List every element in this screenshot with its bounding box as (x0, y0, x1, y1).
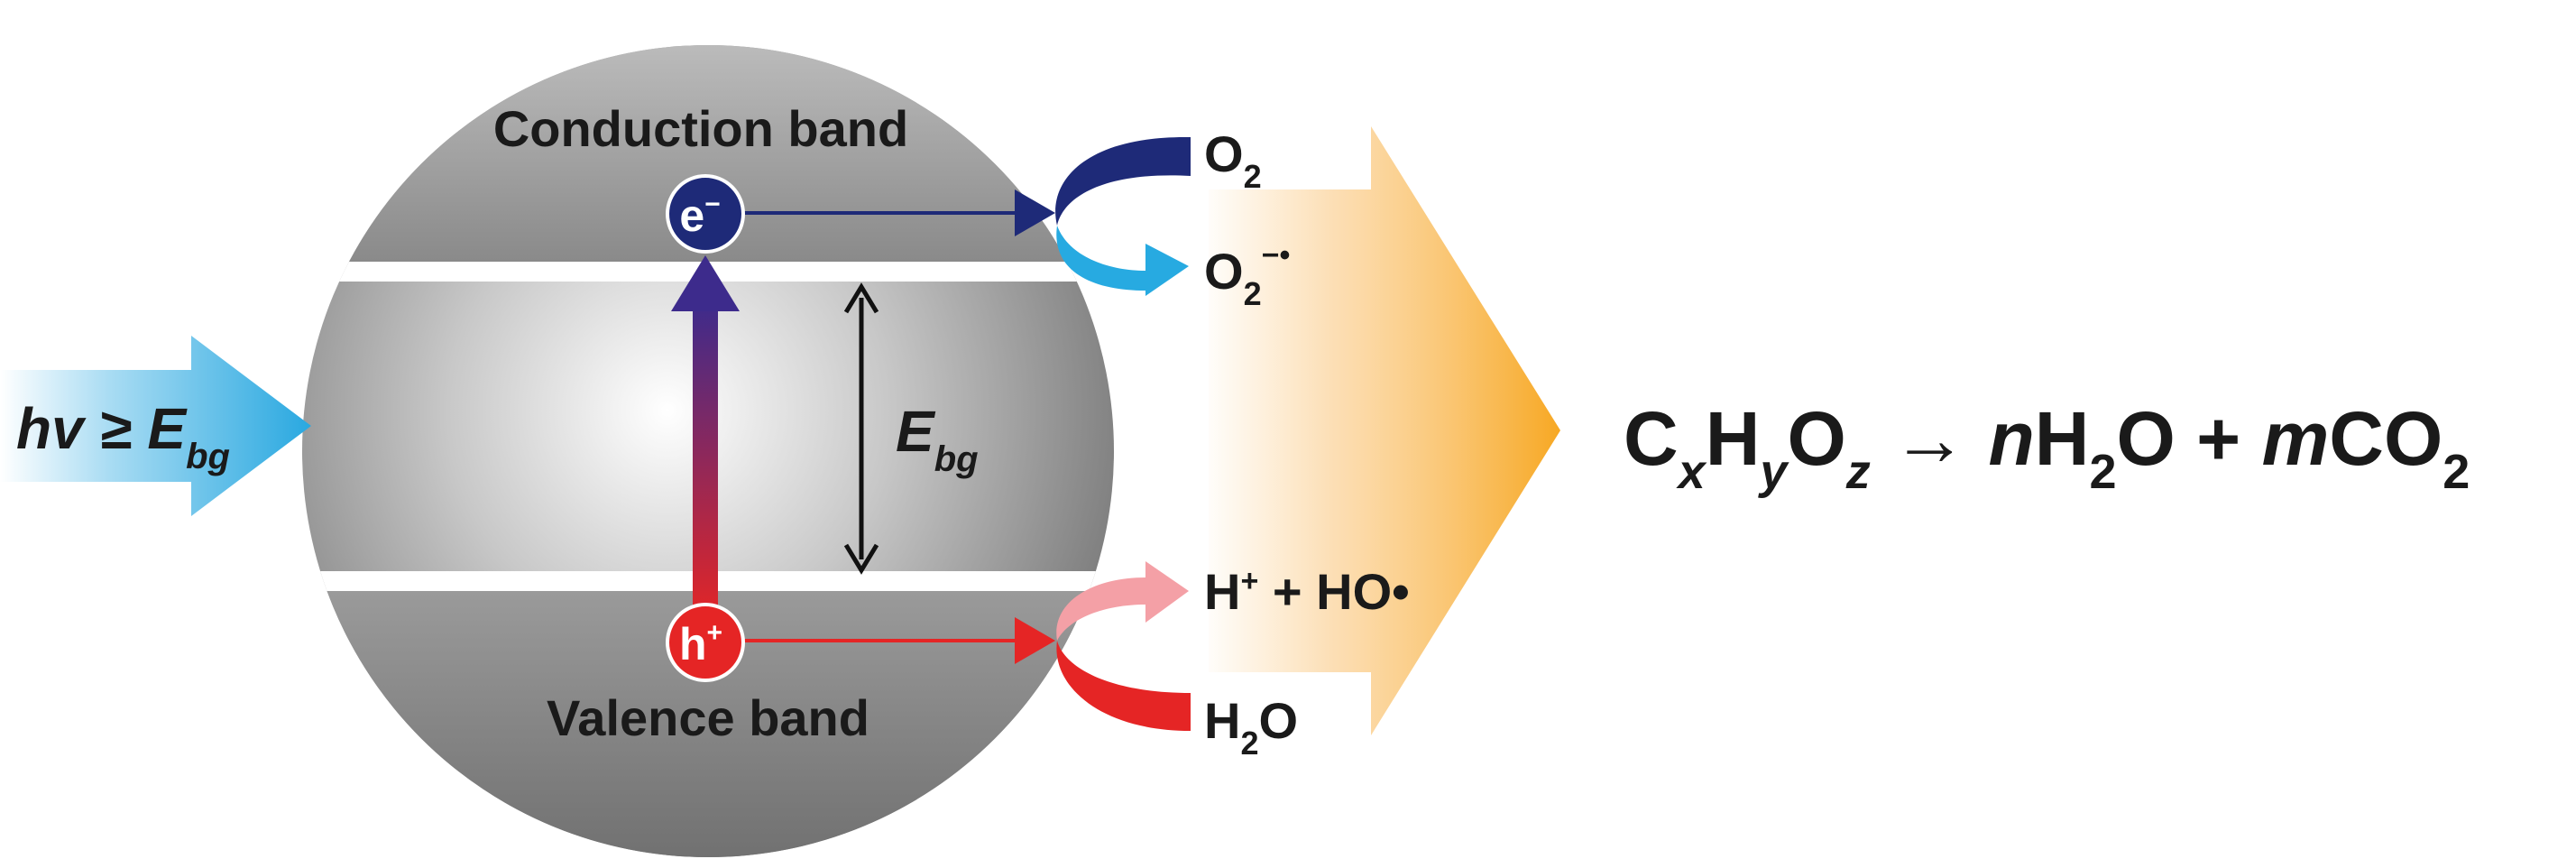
mineralization-equation: CxHyOz → nH2O + mCO2 (1624, 396, 2470, 499)
oxygen-reduction-arrow-in (1055, 136, 1191, 226)
excitation-arrow-shaft (693, 302, 718, 623)
photon-arrow (0, 336, 311, 516)
water-reactant-label: H2O (1204, 692, 1298, 762)
electron-circle (666, 174, 745, 254)
excitation-arrow-head (671, 255, 740, 311)
photon-energy-label: hv ≥ Ebg (16, 396, 230, 476)
superoxide-product-label: O2−• (1204, 238, 1290, 312)
hole-label: h+ (679, 618, 722, 670)
hole-circle (666, 603, 745, 682)
product-flow-arrow (1209, 126, 1560, 735)
bandgap-arrow (843, 282, 879, 575)
conduction-band-label: Conduction band (493, 100, 908, 157)
valence-band-label: Valence band (547, 689, 869, 746)
hydroxyl-oxidation-arrow-out (1056, 561, 1189, 641)
hole-transfer-head (1015, 617, 1055, 664)
water-oxidation-arrow-in (1056, 641, 1191, 731)
oxygen-reactant-label: O2 (1204, 125, 1262, 195)
hydroxyl-product-label: H+ + HO• (1204, 563, 1410, 620)
electron-transfer-head (1015, 189, 1055, 236)
electron-label: e− (679, 189, 720, 241)
oxygen-reduction-arrow-out (1056, 226, 1189, 296)
bandgap-label: Ebg (896, 399, 979, 479)
